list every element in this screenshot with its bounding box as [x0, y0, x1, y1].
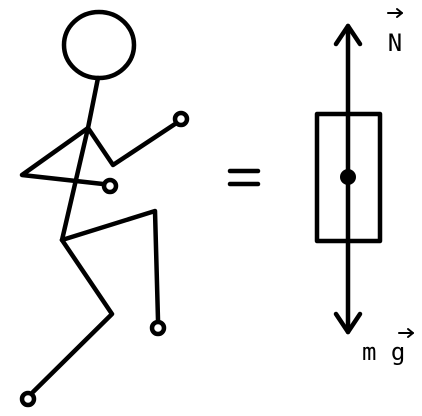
figure-head	[61, 9, 137, 81]
figure-arm-right	[85, 121, 178, 168]
figure-torso	[59, 75, 101, 243]
figure-right-foot	[149, 319, 167, 337]
center-of-mass-dot	[340, 169, 356, 185]
figure-left-hand	[101, 177, 119, 195]
weight-force-label: m g	[362, 338, 405, 366]
arrowhead-down	[333, 311, 363, 335]
figure-leg-right	[59, 208, 161, 323]
stick-figure	[19, 9, 190, 408]
figure-left-foot	[19, 390, 37, 408]
figure-arm-left	[19, 125, 106, 187]
figure-right-hand	[172, 110, 190, 128]
normal-force-label: N	[388, 29, 402, 57]
vector-arrow-g-icon	[398, 328, 414, 338]
equals-sign	[227, 168, 261, 187]
vector-arrow-n-icon	[387, 8, 403, 18]
figure-leg-left	[30, 237, 115, 395]
arrowhead-up	[333, 23, 363, 47]
